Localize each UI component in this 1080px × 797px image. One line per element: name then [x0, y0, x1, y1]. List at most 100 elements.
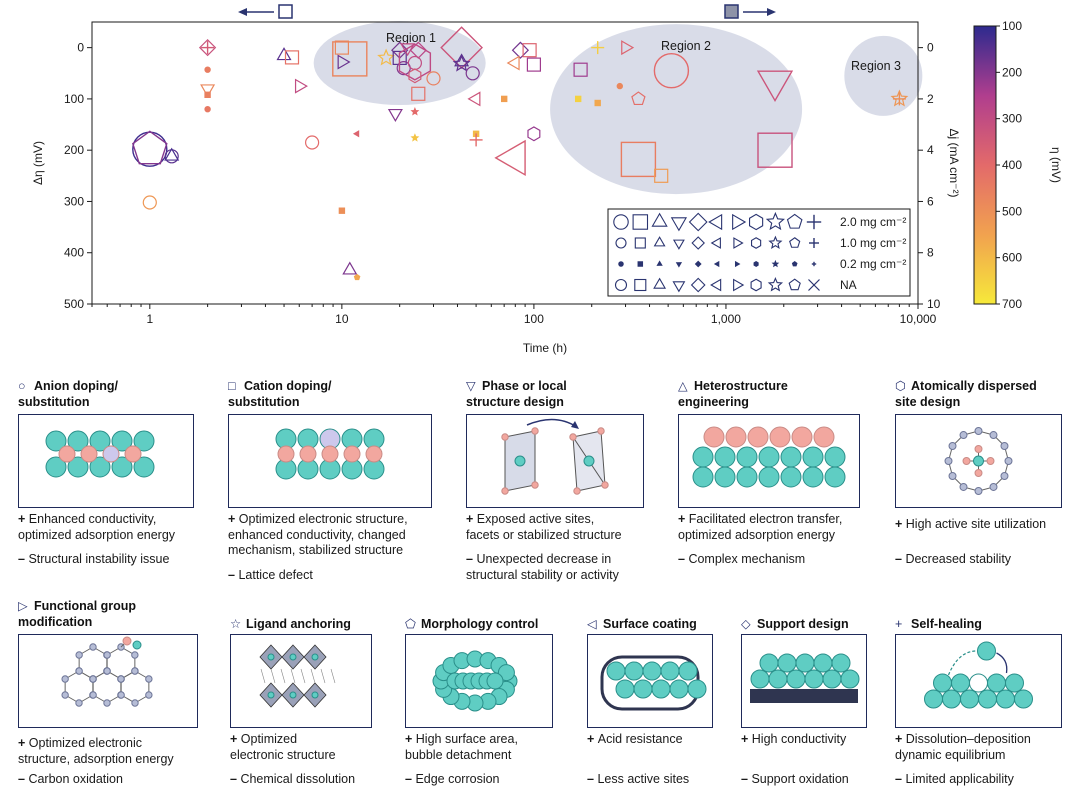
panel-disadvantage: Support oxidation — [741, 772, 885, 788]
panel-diagram — [501, 418, 609, 495]
panel-symbol-icon: ▷ — [18, 599, 28, 613]
data-point — [591, 41, 605, 55]
hollow-square-icon — [278, 4, 293, 19]
legend-marker — [788, 278, 801, 291]
panel-title: ⬠ Morphology control — [405, 616, 581, 632]
data-point — [452, 54, 471, 72]
legend-marker — [791, 261, 798, 267]
panel-title: △Heterostructure engineering — [678, 378, 888, 410]
legend-marker — [632, 214, 649, 230]
data-point — [573, 62, 588, 77]
y-tick-label: 100 — [64, 92, 84, 106]
panel-title: ☆Ligand anchoring — [230, 616, 400, 632]
panel-symbol-icon: ⬡ — [895, 379, 906, 393]
data-point — [757, 132, 793, 168]
panel-advantage: Dissolution–deposition dynamic equilibri… — [895, 732, 1080, 763]
panel-advantage: Optimized electronic structure, adsorpti… — [18, 736, 216, 767]
legend-marker — [765, 211, 785, 231]
legend-marker — [634, 237, 646, 249]
x-tick-label: 10 — [335, 312, 349, 326]
data-point — [756, 70, 794, 102]
filled-square-icon — [724, 4, 739, 19]
data-point — [204, 91, 211, 99]
plot-frame — [91, 21, 919, 305]
legend-marker — [789, 237, 801, 248]
legend-marker — [675, 262, 683, 268]
data-point — [164, 147, 180, 161]
data-point — [454, 53, 470, 67]
legend-marker — [748, 213, 764, 231]
panel-advantage: Exposed active sites, facets or stabiliz… — [466, 512, 662, 543]
y-tick-label: 0 — [77, 41, 84, 55]
legend-marker — [613, 214, 629, 230]
panel-title: ◇ Support design — [741, 616, 895, 632]
data-point — [131, 130, 168, 165]
data-point — [338, 207, 346, 214]
panel-title-text: Surface coating — [603, 617, 697, 631]
panel-title-text: Phase or local structure design — [466, 379, 567, 409]
panel-advantage: Optimized electronic structure, enhanced… — [228, 512, 450, 559]
y2-tick-label: 10 — [927, 297, 941, 311]
region-label: Region 1 — [386, 31, 436, 45]
data-point — [204, 66, 211, 73]
panel-disadvantage-text: Edge corrosion — [415, 772, 500, 786]
panel-disadvantage-text: Less active sites — [597, 772, 690, 786]
x-tick-label: 10,000 — [900, 312, 937, 326]
data-point — [377, 48, 396, 66]
data-point — [332, 41, 368, 77]
panel-title-text: Morphology control — [421, 617, 539, 631]
region-label: Region 2 — [661, 39, 711, 53]
y-tick-label: 500 — [64, 297, 84, 311]
panel-symbol-icon: ◇ — [741, 617, 751, 631]
panel-advantage-text: High active site utilization — [905, 517, 1047, 531]
panel-title-text: Support design — [757, 617, 849, 631]
panel-title-text: Self-healing — [911, 617, 982, 631]
panel-illustration — [228, 414, 432, 508]
data-point — [892, 92, 906, 106]
data-point — [620, 141, 657, 178]
panel-advantage: Enhanced conductivity, optimized adsorpt… — [18, 512, 212, 543]
panel-illustration — [230, 634, 372, 728]
colorbar-label: η (mV) — [1049, 147, 1063, 183]
data-point — [337, 54, 351, 70]
panel-disadvantage-text: Carbon oxidation — [28, 772, 123, 786]
data-point — [204, 105, 211, 113]
legend-marker — [771, 259, 780, 268]
panel-illustration — [678, 414, 860, 508]
panel-advantage-text: Optimized electronic structure — [230, 732, 336, 762]
data-point — [465, 66, 480, 81]
data-point — [467, 91, 481, 107]
legend-marker — [811, 261, 817, 267]
panel-advantage: High conductivity — [741, 732, 885, 748]
panel-advantage-text: Facilitated electron transfer, optimized… — [678, 512, 843, 542]
legend-marker — [806, 214, 822, 230]
panel-advantage: High surface area, bubble detachment — [405, 732, 571, 763]
panel-advantage-text: Enhanced conductivity, optimized adsorpt… — [18, 512, 176, 542]
legend-label: 1.0 mg cm⁻² — [840, 236, 906, 250]
panel-diagram — [924, 641, 1033, 709]
panel-symbol-icon: ⬠ — [405, 617, 416, 631]
colorbar-tick-label: 600 — [1002, 251, 1022, 265]
legend-marker — [809, 238, 819, 248]
region-ellipse — [550, 24, 803, 195]
colorbar — [973, 25, 997, 305]
panel-advantage-text: High surface area, bubble detachment — [405, 732, 518, 762]
data-point — [522, 43, 537, 58]
panel-disadvantage: Chemical dissolution — [230, 772, 390, 788]
panel-illustration — [895, 414, 1062, 508]
left-arrow-head — [238, 8, 247, 16]
legend-marker — [694, 260, 702, 268]
panel-illustration — [466, 414, 644, 508]
data-point — [200, 84, 216, 98]
y2-tick-label: 6 — [927, 194, 934, 208]
panel-diagram — [275, 428, 385, 480]
colorbar-tick-label: 300 — [1002, 112, 1022, 126]
x-axis-label: Time (h) — [523, 341, 567, 355]
legend-marker — [708, 213, 723, 231]
data-point — [653, 52, 690, 89]
panel-title-text: Cation doping/ substitution — [228, 379, 332, 409]
legend-label: 0.2 mg cm⁻² — [840, 257, 906, 271]
legend-label: 2.0 mg cm⁻² — [840, 215, 906, 229]
panel-title: ◁Surface coating — [587, 616, 741, 632]
panel-disadvantage-text: Decreased stability — [905, 552, 1012, 566]
